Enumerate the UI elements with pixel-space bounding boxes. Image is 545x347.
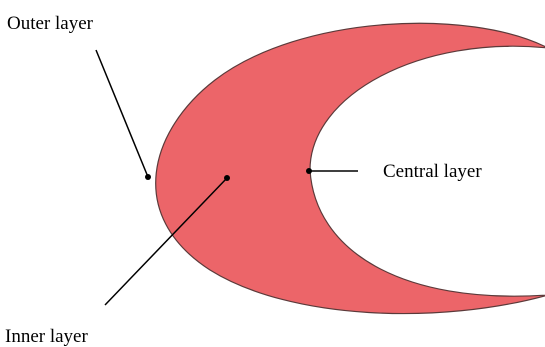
inner-layer-point: [224, 175, 230, 181]
central-layer-label: Central layer: [383, 161, 482, 182]
central-layer-point: [306, 168, 312, 174]
inner-layer-label: Inner layer: [5, 326, 88, 347]
outer-layer-label: Outer layer: [7, 13, 94, 34]
outer-layer-leader-line: [96, 50, 148, 177]
crescent-shape: [156, 23, 545, 313]
outer-layer-point: [145, 174, 151, 180]
